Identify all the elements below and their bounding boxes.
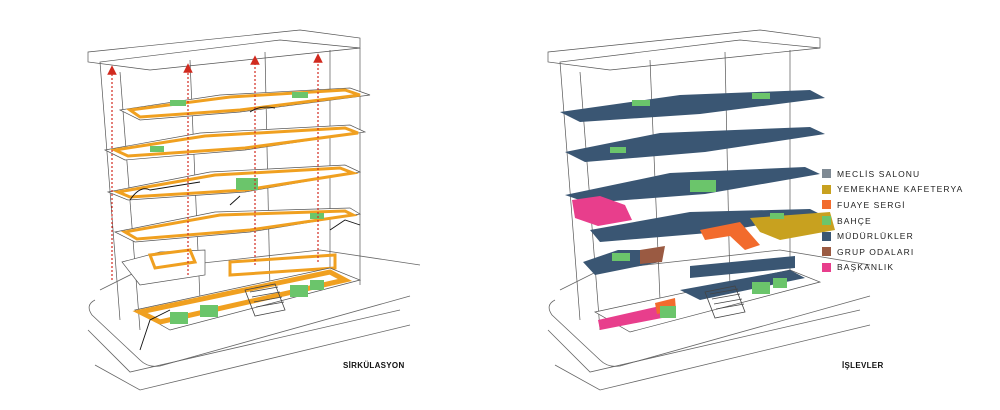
legend-label: MÜDÜRLÜKLER	[837, 231, 914, 242]
legend-item-grup-odalari: GRUP ODALARI	[822, 244, 963, 260]
vertical-circulation-arrows	[107, 53, 323, 280]
legend-item-mudurlukler: MÜDÜRLÜKLER	[822, 228, 963, 244]
legend-label: BAŞKANLIK	[837, 262, 895, 273]
legend-swatch	[822, 247, 831, 257]
legend-item-bahce: BAHÇE	[822, 213, 963, 229]
circulation-route-lines	[129, 106, 361, 351]
legend-item-yemekhane-kafeterya: YEMEKHANE KAFETERYA	[822, 182, 963, 198]
caption-circulation: SİRKÜLASYON	[343, 361, 405, 370]
legend-label: FUAYE SERGİ	[837, 199, 906, 210]
legend-item-fuaye-sergi: FUAYE SERGİ	[822, 197, 963, 213]
site-outline-right	[547, 249, 871, 391]
legend-label: BAHÇE	[837, 215, 872, 226]
legend-swatch	[822, 231, 831, 241]
function-legend: MECLİS SALONU YEMEKHANE KAFETERYA FUAYE …	[822, 166, 963, 275]
legend-swatch	[822, 200, 831, 210]
floor-plates-left	[103, 87, 371, 331]
legend-label: YEMEKHANE KAFETERYA	[837, 184, 964, 195]
legend-label: GRUP ODALARI	[837, 246, 915, 257]
caption-functions: İŞLEVLER	[842, 361, 884, 370]
legend-swatch	[822, 169, 831, 179]
legend-label: MECLİS SALONU	[837, 168, 921, 179]
legend-item-baskanlik: BAŞKANLIK	[822, 260, 963, 276]
site-outline-left	[87, 249, 421, 391]
legend-swatch	[822, 184, 831, 194]
legend-swatch	[822, 216, 831, 226]
legend-swatch	[822, 262, 831, 272]
floor-plates-right	[560, 90, 835, 333]
legend-item-meclis-salonu: MECLİS SALONU	[822, 166, 963, 182]
functions-diagram	[547, 29, 871, 391]
circulation-diagram	[87, 29, 421, 391]
